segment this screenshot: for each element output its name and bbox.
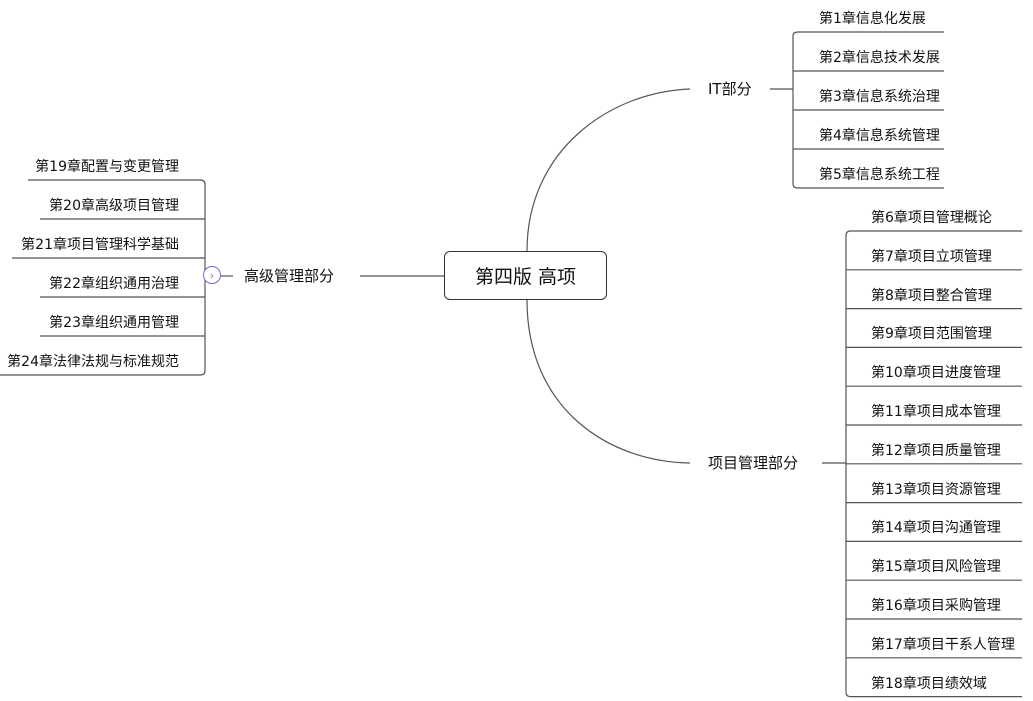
chapter-node-it-1[interactable]: 第1章信息化发展 <box>819 11 926 27</box>
connector <box>845 692 1022 698</box>
chapter-node-adv-5[interactable]: 第23章组织通用管理 <box>49 315 179 331</box>
connector <box>28 179 206 185</box>
chapter-node-pm-4[interactable]: 第9章项目范围管理 <box>871 326 992 343</box>
branch-advanced-management[interactable]: 高级管理部分 <box>244 267 335 285</box>
chapter-node-pm-7[interactable]: 第12章项目质量管理 <box>871 442 1001 459</box>
chapter-node-adv-4[interactable]: 第22章组织通用治理 <box>49 276 179 292</box>
chapter-node-pm-1[interactable]: 第6章项目管理概论 <box>871 210 992 226</box>
chapter-node-adv-2[interactable]: 第20章高级项目管理 <box>49 198 179 214</box>
chapter-node-pm-5[interactable]: 第10章项目进度管理 <box>871 365 1001 382</box>
branch-project-management[interactable]: 项目管理部分 <box>708 454 799 472</box>
connector <box>845 230 1022 236</box>
chapter-node-it-4[interactable]: 第4章信息系统管理 <box>819 128 940 144</box>
chapter-node-pm-13[interactable]: 第18章项目绩效域 <box>871 675 987 692</box>
chapter-node-pm-3[interactable]: 第8章项目整合管理 <box>871 287 992 304</box>
connector <box>526 88 691 252</box>
branch-it[interactable]: IT部分 <box>708 80 752 98</box>
chapter-node-it-5[interactable]: 第5章信息系统工程 <box>819 167 940 183</box>
chapter-node-pm-11[interactable]: 第16章项目采购管理 <box>871 598 1001 614</box>
chapter-node-pm-10[interactable]: 第15章项目风险管理 <box>871 559 1001 576</box>
connector <box>0 370 206 376</box>
chapter-node-adv-6[interactable]: 第24章法律法规与标准规范 <box>7 354 179 370</box>
connector <box>792 31 944 37</box>
chapter-node-it-3[interactable]: 第3章信息系统治理 <box>819 89 940 105</box>
chapter-node-pm-6[interactable]: 第11章项目成本管理 <box>871 404 1001 420</box>
central-topic[interactable]: 第四版 高项 <box>444 251 607 300</box>
chapter-node-pm-12[interactable]: 第17章项目干系人管理 <box>871 636 1015 653</box>
chapter-node-adv-3[interactable]: 第21章项目管理科学基础 <box>21 237 179 253</box>
connector <box>792 183 944 189</box>
connector <box>526 299 691 464</box>
chapter-node-pm-2[interactable]: 第7章项目立项管理 <box>871 248 992 265</box>
chapter-node-adv-1[interactable]: 第19章配置与变更管理 <box>35 159 179 175</box>
chapter-node-pm-9[interactable]: 第14章项目沟通管理 <box>871 520 1001 537</box>
chevron-right-icon[interactable]: › <box>203 266 221 284</box>
chapter-node-pm-8[interactable]: 第13章项目资源管理 <box>871 481 1001 498</box>
chapter-node-it-2[interactable]: 第2章信息技术发展 <box>819 50 940 66</box>
